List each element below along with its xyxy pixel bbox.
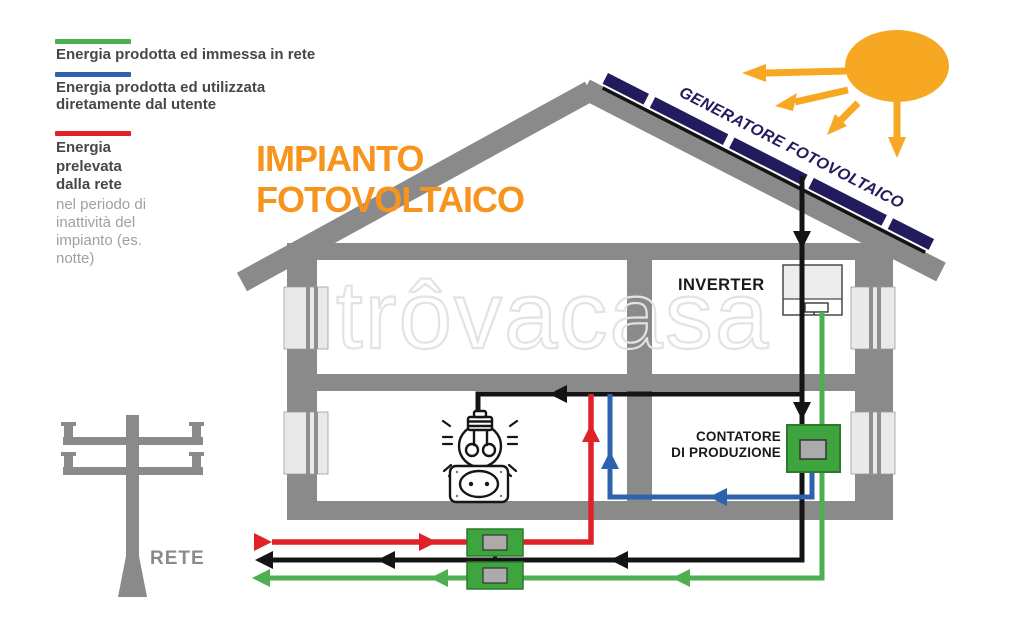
production-meter-label-line1: CONTATORE bbox=[695, 429, 781, 444]
solar-panel-array bbox=[601, 73, 935, 254]
production-meter-box bbox=[786, 424, 841, 473]
arrow-left-icon bbox=[377, 551, 395, 569]
legend-label-blue: Energia prodotta ed utilizzata diretamen… bbox=[56, 79, 266, 113]
arrow-left-icon bbox=[549, 385, 567, 403]
grid-label: RETE bbox=[150, 548, 205, 569]
legend-swatch-red bbox=[55, 131, 131, 136]
exchange-meter-boxes bbox=[466, 528, 524, 590]
self-consumption-line-blue bbox=[601, 394, 815, 506]
inverter-label: INVERTER bbox=[678, 276, 765, 294]
grid-draw-line-red bbox=[254, 394, 600, 551]
arrow-down-icon bbox=[793, 402, 811, 420]
title-line1: IMPIANTO bbox=[256, 138, 424, 179]
arrow-left-icon bbox=[709, 488, 727, 506]
sun-icon bbox=[742, 30, 949, 158]
legend-swatch-green bbox=[55, 39, 131, 44]
legend-label-green: Energia prodotta ed immessa in rete bbox=[56, 46, 316, 63]
arrow-up-icon bbox=[582, 424, 600, 442]
production-meter-label-line2: DI PRODUZIONE bbox=[671, 444, 781, 460]
arrow-down-icon bbox=[793, 231, 811, 249]
legend-label-red: Energia prelevata dalla rete bbox=[56, 139, 122, 193]
watermark-text: trôvacasa bbox=[336, 262, 770, 369]
arrow-left-icon bbox=[672, 569, 690, 587]
arrow-right-icon bbox=[254, 533, 272, 551]
pv-energy-line-black bbox=[255, 176, 811, 569]
arrow-right-icon bbox=[419, 533, 437, 551]
power-socket-icon bbox=[448, 464, 510, 504]
grid-feed-line-green bbox=[252, 312, 825, 587]
window bbox=[283, 286, 329, 350]
arrow-up-icon bbox=[601, 451, 619, 469]
arrow-left-icon bbox=[252, 569, 270, 587]
window bbox=[850, 286, 896, 350]
legend-swatch-blue bbox=[55, 72, 131, 77]
arrow-left-icon bbox=[430, 569, 448, 587]
windows bbox=[283, 286, 896, 475]
window bbox=[850, 411, 896, 475]
production-meter-label: CONTATORE DI PRODUZIONE bbox=[653, 429, 781, 460]
window bbox=[283, 411, 329, 475]
arrow-left-icon bbox=[610, 551, 628, 569]
inverter-display bbox=[804, 302, 829, 315]
arrow-left-icon bbox=[255, 551, 273, 569]
page-title: IMPIANTO FOTOVOLTAICO bbox=[256, 138, 525, 220]
title-line2: FOTOVOLTAICO bbox=[256, 179, 525, 220]
legend-sublabel-red: nel periodo di inattività del impianto (… bbox=[56, 196, 147, 267]
power-pylon-icon bbox=[61, 415, 204, 597]
